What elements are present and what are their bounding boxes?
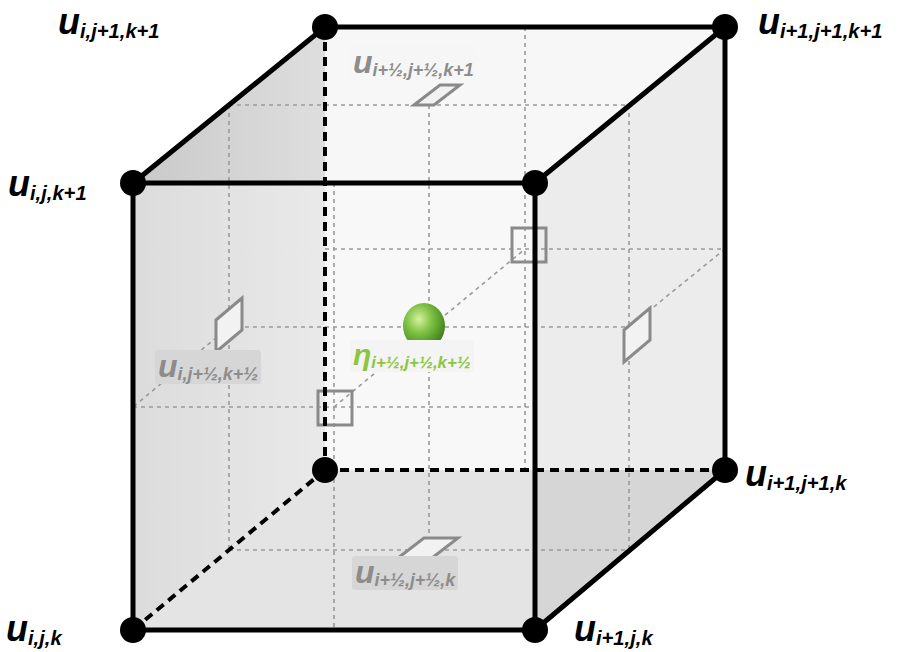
variable-symbol: u [8, 163, 30, 204]
grid-point-label: ηi+½,j+½,k+½ [350, 340, 474, 372]
index-subscript: i,j+1,k+1 [80, 20, 160, 42]
grid-point-label: ui+1,j,k [574, 611, 653, 648]
variable-symbol: η [353, 338, 371, 371]
index-subscript: i,j,k [28, 627, 62, 649]
index-subscript: i,j+½,k+½ [178, 364, 259, 384]
grid-point-label: ui+1,j+1,k+1 [758, 4, 883, 41]
grid-point-label: ui,j+½,k+½ [155, 350, 261, 384]
variable-symbol: u [745, 453, 767, 494]
grid-point-label: ui,j,k [6, 611, 62, 648]
variable-symbol: u [58, 1, 80, 42]
variable-symbol: u [353, 44, 373, 80]
grid-point-label: ui+1,j+1,k [745, 456, 847, 493]
index-subscript: i+½,j+½,k+½ [371, 353, 470, 372]
index-subscript: i+½,j+½,k+1 [373, 60, 474, 80]
grid-point-label: ui,j+1,k+1 [58, 4, 160, 41]
variable-symbol: u [158, 348, 178, 384]
grid-point-label: ui+½,j+½,k [352, 556, 458, 590]
index-subscript: i+1,j+1,k [767, 472, 847, 494]
variable-symbol: u [758, 1, 780, 42]
grid-point-label: ui+½,j+½,k+1 [350, 46, 477, 80]
variable-symbol: u [355, 554, 375, 590]
variable-symbol: u [574, 608, 596, 649]
index-subscript: i,j,k+1 [30, 182, 87, 204]
variable-symbol: u [6, 608, 28, 649]
index-subscript: i+1,j+1,k+1 [780, 20, 883, 42]
index-subscript: i+½,j+½,k [375, 570, 456, 590]
grid-point-label: ui,j,k+1 [8, 166, 87, 203]
index-subscript: i+1,j,k [596, 627, 653, 649]
